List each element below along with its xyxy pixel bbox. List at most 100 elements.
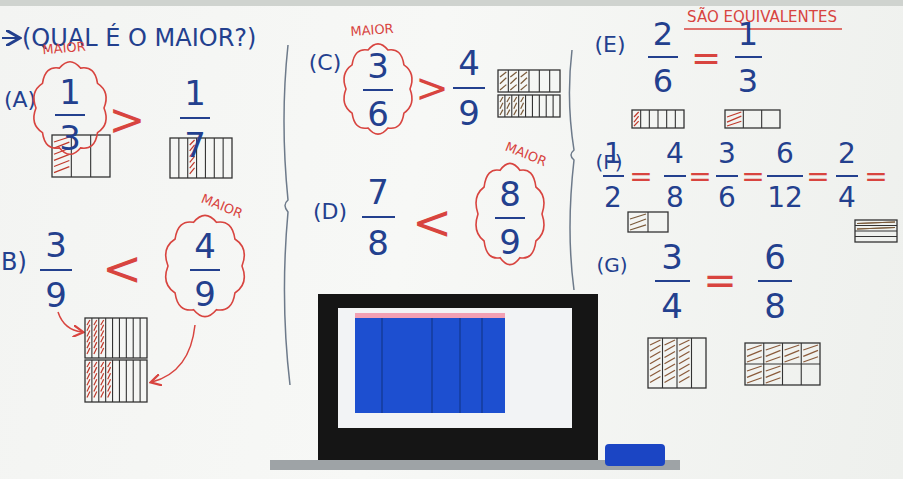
grid-hatch <box>87 331 90 337</box>
comparison-sign: < <box>102 244 142 292</box>
grid-divider <box>855 230 897 231</box>
grid-hatch <box>500 72 506 77</box>
grid-hatch <box>94 373 97 379</box>
grid-hatch <box>521 110 524 115</box>
grid-hatch <box>679 376 690 382</box>
grid-divider <box>743 110 744 128</box>
grid-hatch <box>521 103 524 109</box>
grid-hatch <box>87 385 90 391</box>
fraction-bar <box>664 175 686 177</box>
grid-hatch <box>766 378 781 383</box>
highlight-cloud: MAIOR36 <box>338 40 418 138</box>
grid-hatch <box>679 364 690 370</box>
grid-hatch <box>803 345 818 350</box>
grid-hatch <box>747 378 762 383</box>
fraction-grid <box>498 95 560 117</box>
grid-hatch <box>94 379 97 385</box>
grid-hatch <box>510 78 516 84</box>
denominator: 9 <box>45 278 67 312</box>
grid-hatch <box>665 370 676 376</box>
grid-hatch <box>766 350 781 356</box>
equals-sign: = <box>691 40 721 76</box>
grid-hatch <box>108 379 111 385</box>
comparison-sign: < <box>412 198 452 246</box>
grid-hatch <box>101 348 104 354</box>
grid-hatch <box>679 351 690 357</box>
grid-divider <box>178 138 179 178</box>
numerator: 8 <box>499 177 521 211</box>
equals-sign: = <box>806 163 829 191</box>
grid-hatch <box>521 85 527 90</box>
fraction-bar <box>495 217 525 219</box>
numerator: 1 <box>184 76 206 110</box>
eraser <box>605 444 665 466</box>
fraction-grids <box>52 70 897 402</box>
board-frame <box>0 0 903 6</box>
grid-divider <box>511 95 512 117</box>
grid-divider <box>133 360 134 402</box>
grid-divider <box>91 318 92 358</box>
grid-hatch <box>87 367 90 373</box>
grid-hatch <box>803 350 818 356</box>
denominator: 4 <box>661 289 683 323</box>
grid-hatch <box>521 97 524 102</box>
title-arrow <box>2 37 18 39</box>
cloud-outline <box>166 215 245 316</box>
grid-hatch <box>510 72 516 77</box>
grid-hatch <box>190 168 195 174</box>
grid-hatch <box>650 376 661 382</box>
grid-divider <box>539 95 540 117</box>
highlight-cloud: MAIOR49 <box>160 212 250 320</box>
comparison-sign: > <box>415 68 449 108</box>
fraction-bar <box>40 269 72 271</box>
denominator: 9 <box>458 96 480 130</box>
grid-hatch <box>727 121 741 126</box>
grid-hatch <box>857 228 895 230</box>
grid-hatch <box>101 362 104 367</box>
grid-hatch <box>108 373 111 379</box>
numerator: 1 <box>604 140 622 168</box>
tape-edge <box>459 318 461 413</box>
grid-divider <box>649 110 650 128</box>
grid-hatch <box>514 97 517 102</box>
grid-hatch <box>101 325 104 331</box>
grid-divider <box>105 360 106 402</box>
tape-edge <box>431 318 433 413</box>
fraction-bar <box>190 269 220 271</box>
grid-hatch <box>108 367 111 373</box>
numerator: 1 <box>59 75 81 109</box>
grid-hatch <box>87 325 90 331</box>
bracket <box>284 45 290 385</box>
grid-hatch <box>747 357 762 362</box>
fraction-bar <box>453 87 485 89</box>
cloud-outline <box>34 62 106 154</box>
grid-hatch <box>101 336 104 342</box>
grid-hatch <box>510 85 516 90</box>
equals-sign: = <box>703 260 737 300</box>
comparison-sign: > <box>109 98 146 142</box>
fraction-grid <box>85 360 147 402</box>
grid-hatch <box>630 225 646 230</box>
fraction-bar <box>362 216 395 218</box>
grid-divider <box>223 138 224 178</box>
grid-hatch <box>101 331 104 337</box>
bracket <box>569 50 574 290</box>
grid-hatch <box>727 112 741 117</box>
pointer-arrow <box>58 312 82 332</box>
tape-edge <box>481 318 483 413</box>
black-board <box>318 294 598 462</box>
grid-hatch <box>630 219 646 225</box>
grid-hatch <box>650 345 661 351</box>
grid-hatch <box>521 78 527 84</box>
cloud-outline <box>344 44 412 134</box>
grid-divider <box>140 318 141 358</box>
equals-sign: = <box>629 163 652 191</box>
fraction-bar <box>55 114 85 116</box>
grid-hatch <box>87 320 90 325</box>
fraction-grid <box>725 110 780 128</box>
grid-hatch <box>630 214 646 219</box>
grid-hatch <box>94 362 97 367</box>
grid-hatch <box>785 345 800 350</box>
equals-sign: = <box>864 163 887 191</box>
grid-hatch <box>101 379 104 385</box>
